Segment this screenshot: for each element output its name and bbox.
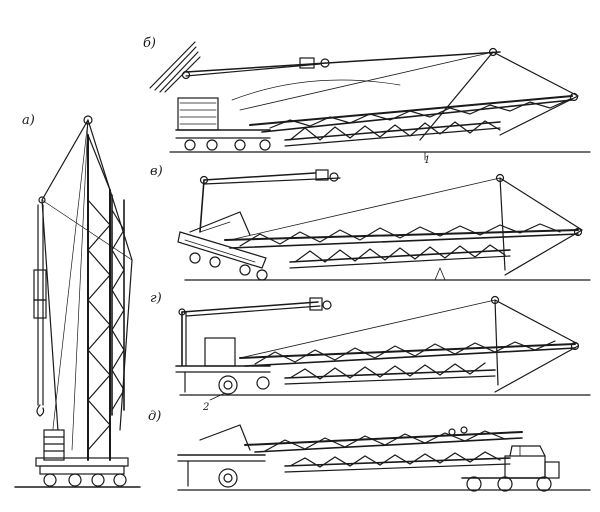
panel-label-d: д) [148,409,162,424]
tilted-body [177,211,268,281]
truck-tractor [461,445,560,492]
main-boom-g [239,340,576,385]
derrick-arm [149,41,201,93]
panel-label-v: в) [150,164,163,179]
panel-label-g: г) [150,291,162,306]
slewing-body [175,97,271,151]
panel-d-transport [177,424,591,492]
panel-label-b: б) [143,36,157,51]
tower-mast [87,134,111,461]
main-boom-b [249,95,573,147]
folded-boom-package [244,426,523,473]
hook-block [33,204,47,417]
panel-b-lowering [149,41,591,161]
transport-trailer [177,424,266,488]
stay-cables [41,119,133,461]
counterweight [43,429,65,461]
callout-2: 2 [203,402,210,413]
stay-node [38,196,46,204]
panel-v-folding [177,169,591,281]
panel-a-erected-crane [14,115,141,488]
panel-g-transport-prep [175,295,591,401]
callout-1: 1 [424,155,431,166]
mast-head-pulley [83,115,93,125]
crane-base [35,457,129,487]
panel-label-a: a) [22,113,35,128]
main-boom-v [224,223,579,269]
